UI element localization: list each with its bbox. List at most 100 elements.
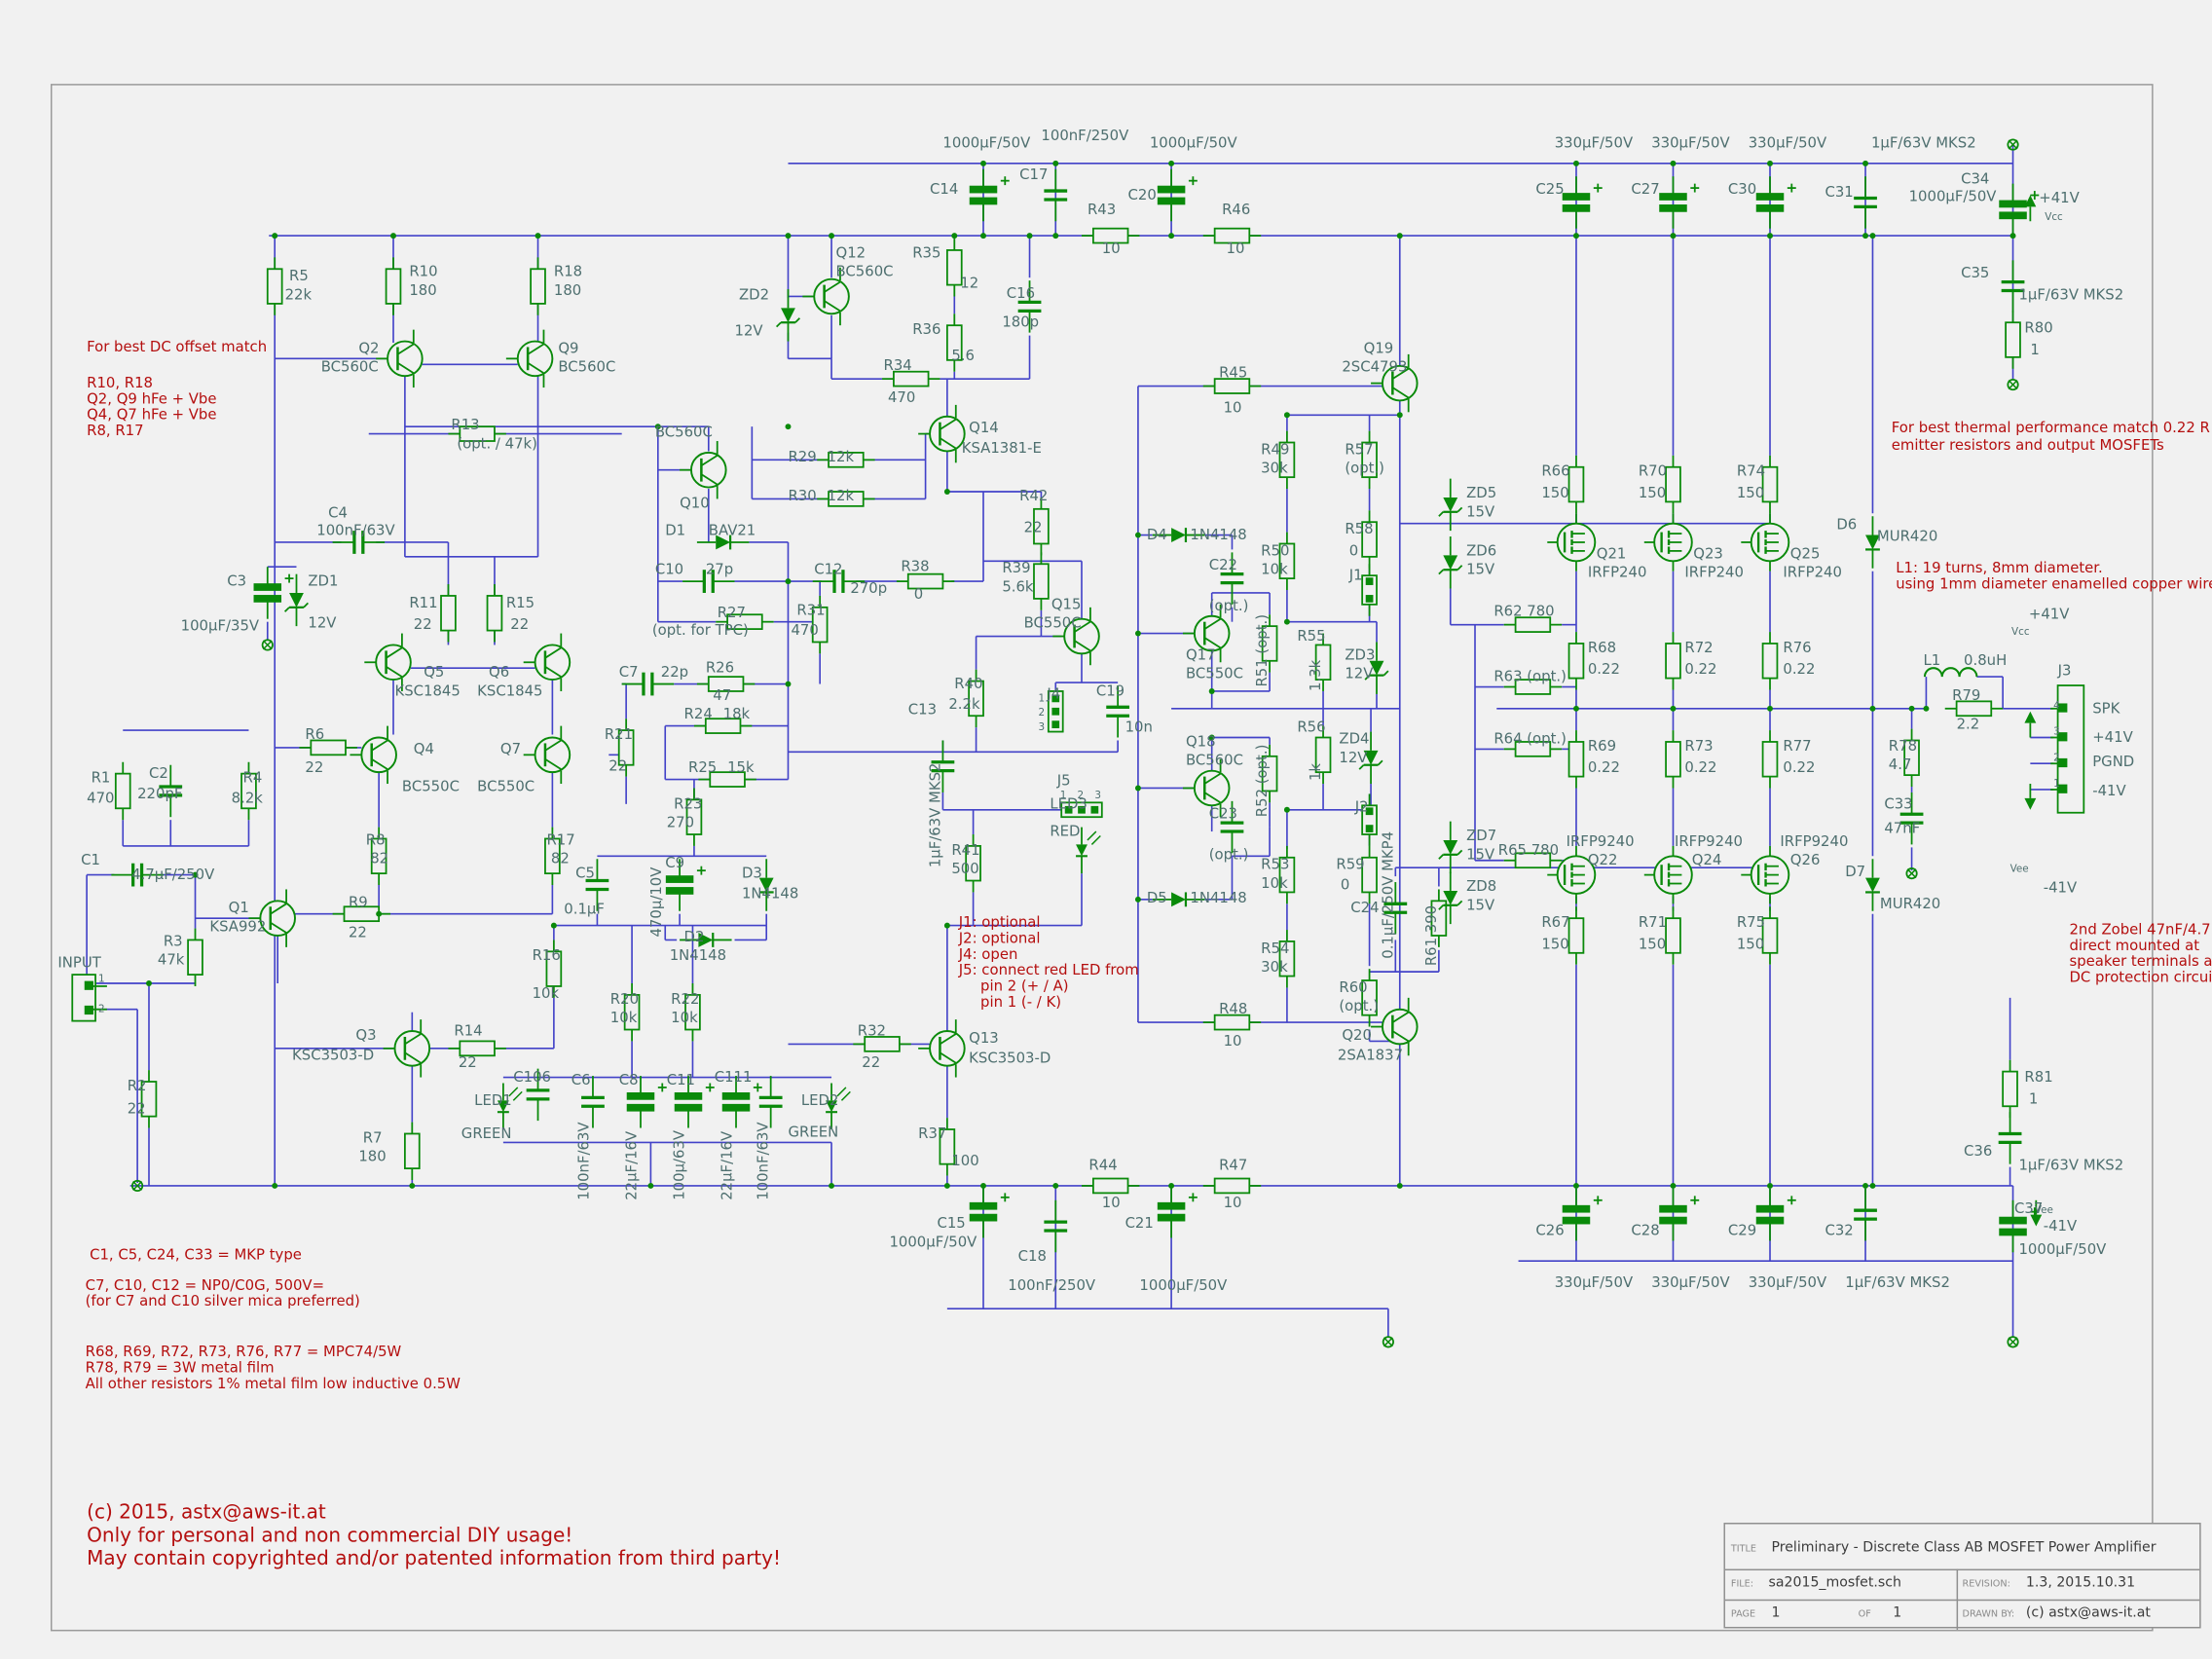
component-label: 1N4148	[669, 948, 727, 965]
component-label: 15V	[1466, 847, 1495, 864]
resistor-symbol	[448, 425, 506, 442]
junction-dot	[1283, 412, 1290, 419]
component-label: C1	[81, 853, 101, 869]
component-label: R15	[505, 595, 535, 612]
component-label: 100	[951, 1154, 979, 1170]
junction-dot	[1923, 705, 1930, 712]
component-label: R66	[1541, 463, 1570, 481]
component-label: 10	[1223, 400, 1242, 417]
annotation-note: pin 1 (- / K)	[980, 994, 1062, 1012]
component-label: R41	[951, 842, 980, 860]
component-label: BC560C	[558, 359, 616, 377]
junction-dot	[647, 1182, 654, 1189]
pin-label: 1	[1059, 789, 1067, 801]
component-label: R22	[671, 991, 700, 1009]
pin-label: 1	[98, 973, 105, 985]
component-label: R56	[1297, 719, 1326, 737]
component-label: 8.2k	[231, 791, 263, 807]
component-label: R62 780	[1493, 604, 1555, 621]
junction-dot	[1283, 618, 1290, 625]
component-label: R10	[409, 264, 438, 281]
junction-dot	[654, 424, 661, 430]
resistor-symbol	[1202, 1014, 1262, 1031]
component-label: 270	[666, 815, 695, 832]
component-label: 22	[348, 925, 367, 941]
resistor-symbol	[1430, 889, 1448, 947]
junction-dot	[1862, 233, 1869, 240]
component-label: Q25	[1789, 546, 1821, 563]
zener-diode-symbol	[1438, 478, 1463, 532]
ground-pad-icon	[2007, 379, 2019, 391]
resistor-symbol	[1567, 455, 1585, 514]
component-label: 0.22	[1684, 662, 1717, 679]
jumper-symbol	[1361, 564, 1378, 616]
component-label: Q23	[1693, 546, 1723, 563]
component-label: R54	[1261, 940, 1290, 958]
component-label: 1µF/63V MKS2	[1845, 1275, 1950, 1292]
junction-dot	[1670, 1182, 1677, 1189]
component-label: R25	[688, 760, 718, 777]
component-label: 150	[1638, 937, 1667, 953]
component-label: 0.22	[1783, 760, 1816, 777]
resistor-symbol	[1261, 744, 1278, 803]
component-label: 180	[358, 1149, 387, 1166]
resistor-symbol	[530, 257, 546, 315]
component-label: R2	[127, 1079, 147, 1095]
resistor-symbol	[1944, 700, 2004, 718]
junction-dot	[272, 1182, 278, 1189]
junction-dot	[1052, 233, 1059, 240]
component-label: Q3	[355, 1028, 377, 1045]
component-label: 22	[413, 617, 432, 634]
pin-label: 2	[98, 1003, 105, 1015]
component-label: R8	[365, 832, 386, 849]
junction-dot	[1767, 705, 1773, 712]
transistor-symbol	[1182, 758, 1231, 818]
component-label: C13	[907, 702, 938, 719]
component-label: Q15	[1051, 597, 1082, 613]
component-label: 12V	[1345, 666, 1374, 683]
transistor-symbol	[680, 441, 727, 499]
component-label: ZD7	[1466, 829, 1497, 845]
capacitor-polarized-symbol	[1157, 168, 1198, 222]
annotation-note: direct mounted at	[2069, 938, 2200, 955]
component-label: C21	[1124, 1216, 1154, 1233]
component-label: MUR420	[1876, 529, 1938, 545]
resistor-symbol	[1202, 378, 1262, 394]
component-label: -41V	[2092, 784, 2126, 800]
component-label: 5.6k	[1002, 579, 1034, 596]
component-label: R77	[1783, 738, 1812, 756]
component-label: R27	[717, 606, 746, 622]
junction-dot	[1573, 160, 1579, 166]
component-label: R57	[1345, 442, 1374, 459]
capacitor-symbol	[621, 672, 675, 696]
junction-dot	[1869, 233, 1876, 240]
resistor-symbol	[965, 834, 981, 893]
component-label: J4	[1047, 686, 1061, 703]
capacitor-symbol	[812, 570, 866, 593]
resistor-symbol	[696, 676, 756, 692]
capacitor-symbol	[758, 1076, 783, 1128]
component-label: 12k	[827, 489, 855, 505]
capacitor-symbol	[1899, 792, 1924, 845]
component-label: Q9	[558, 341, 579, 357]
page-number: 1	[1771, 1604, 1781, 1622]
resistor-symbol	[1361, 510, 1378, 569]
component-label: J3	[2057, 663, 2072, 681]
resistor-symbol	[187, 928, 203, 986]
capacitor-symbol	[1220, 552, 1244, 605]
diode-symbol	[696, 535, 750, 550]
title-block-divider	[1956, 1568, 1959, 1630]
component-label: 0.22	[1783, 662, 1816, 679]
component-label: R32	[857, 1023, 887, 1040]
component-label: C3	[227, 573, 247, 591]
component-label: ZD4	[1339, 731, 1370, 748]
capacitor-polarized-symbol	[1755, 176, 1796, 229]
component-label: +41V	[2039, 191, 2080, 207]
junction-dot	[1670, 233, 1677, 240]
resistor-symbol	[1567, 632, 1585, 690]
capacitor-symbol	[1044, 1199, 1068, 1253]
resistor-symbol	[266, 257, 283, 315]
resistor-symbol	[617, 719, 635, 777]
annotation-note: J1: optional	[958, 915, 1041, 932]
